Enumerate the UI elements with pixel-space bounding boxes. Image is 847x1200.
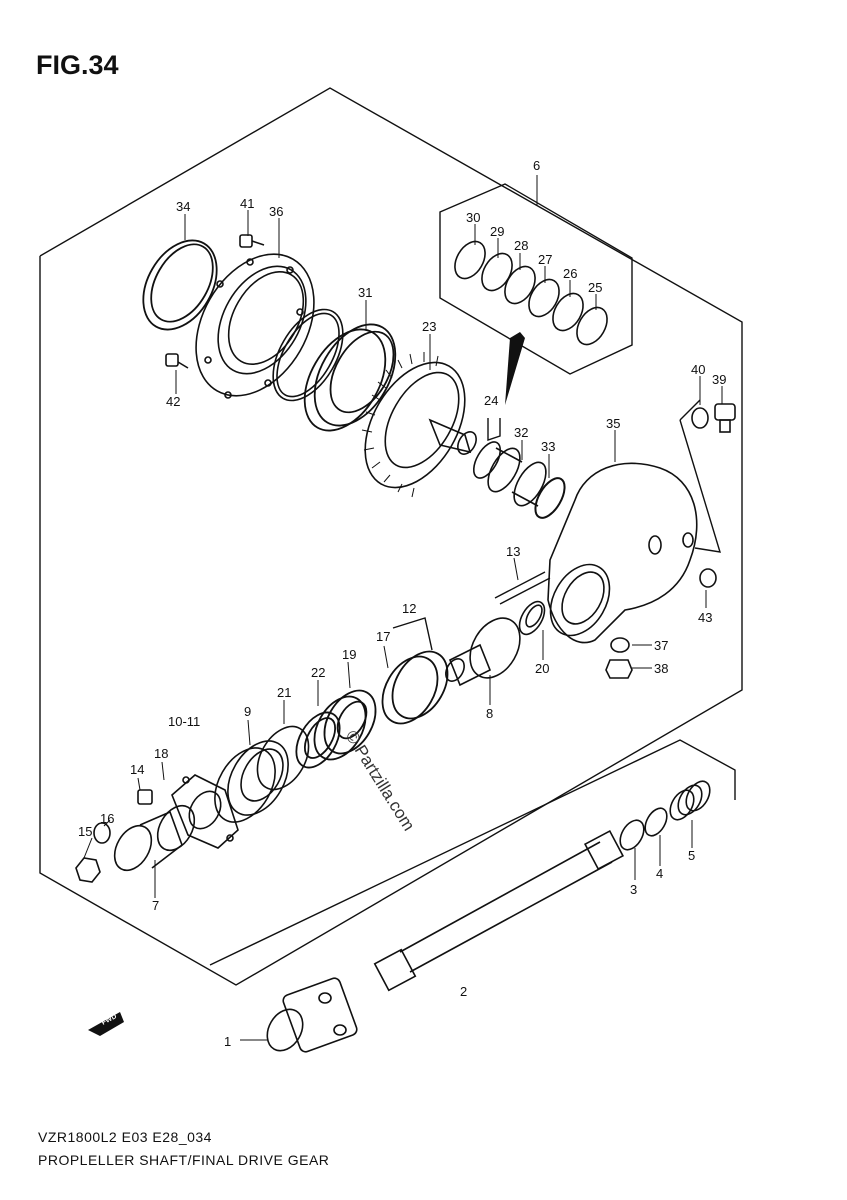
spring-5	[669, 780, 711, 821]
callout-1[interactable]: 1	[224, 1034, 231, 1049]
callout-24[interactable]: 24	[484, 393, 498, 408]
seal-33	[534, 477, 566, 519]
callout-5[interactable]: 5	[688, 848, 695, 863]
callout-13[interactable]: 13	[506, 544, 520, 559]
leader-lines	[83, 175, 723, 1041]
callout-12[interactable]: 12	[402, 601, 416, 616]
model-code: VZR1800L2 E03 E28_034	[38, 1129, 212, 1145]
shim-arrow	[505, 332, 525, 405]
callout-31[interactable]: 31	[358, 285, 372, 300]
callout-18[interactable]: 18	[154, 746, 168, 761]
watermark: © Partzilla.com	[342, 727, 419, 834]
callout-6[interactable]: 6	[533, 158, 540, 173]
bracket-12	[392, 617, 433, 651]
o-ring-21	[256, 725, 310, 791]
snap-ring-24	[472, 441, 502, 479]
bolt-42	[165, 353, 189, 369]
callout-20[interactable]: 20	[535, 661, 549, 676]
callout-42[interactable]: 42	[166, 394, 180, 409]
circlip-4	[644, 807, 668, 837]
ring-gear-23	[361, 352, 477, 498]
callout-labels: 1 2 3 4 5 6 7 8 9 10-11 12 13 14 15 16 1…	[78, 158, 726, 1049]
shims-12-17	[381, 650, 449, 725]
callout-14[interactable]: 14	[130, 762, 144, 777]
nut-15	[75, 857, 101, 883]
callout-29[interactable]: 29	[490, 224, 504, 239]
callout-10-11[interactable]: 10-11	[168, 714, 200, 729]
bearing-20	[518, 600, 546, 636]
coupling-7	[113, 804, 196, 872]
callout-16[interactable]: 16	[100, 811, 114, 826]
plug-43	[699, 568, 717, 588]
callout-32[interactable]: 32	[514, 425, 528, 440]
washer-37	[610, 637, 630, 653]
gasket-40	[691, 407, 709, 429]
fwd-direction-marker: FWD	[88, 1012, 124, 1036]
washer-16	[93, 822, 111, 844]
housing-flange-36	[195, 253, 315, 399]
drain-plug-39	[714, 403, 736, 433]
shim-set	[454, 240, 608, 346]
main-assembly-boundary	[39, 87, 743, 986]
nut-38	[605, 659, 633, 679]
final-drive-case-35	[547, 462, 698, 644]
callout-26[interactable]: 26	[563, 266, 577, 281]
bearing-case-9	[214, 740, 289, 823]
callout-36[interactable]: 36	[269, 204, 283, 219]
bracket-24	[487, 418, 501, 441]
propeller-shaft-2	[373, 829, 625, 992]
callout-38[interactable]: 38	[654, 661, 668, 676]
shim-kit-box	[439, 183, 633, 375]
callout-3[interactable]: 3	[630, 882, 637, 897]
callout-25[interactable]: 25	[588, 280, 602, 295]
callout-8[interactable]: 8	[486, 706, 493, 721]
figure-title: FIG.34	[36, 50, 119, 80]
figure-description: PROPLELLER SHAFT/FINAL DRIVE GEAR	[38, 1152, 330, 1168]
universal-joint-1	[266, 977, 358, 1053]
callout-35[interactable]: 35	[606, 416, 620, 431]
callout-27[interactable]: 27	[538, 252, 552, 267]
seal-22	[295, 711, 341, 769]
callout-19[interactable]: 19	[342, 647, 356, 662]
callout-43[interactable]: 43	[698, 610, 712, 625]
callout-15[interactable]: 15	[78, 824, 92, 839]
gasket-plate-18	[171, 774, 239, 849]
callout-7[interactable]: 7	[152, 898, 159, 913]
callout-41[interactable]: 41	[240, 196, 254, 211]
callout-34[interactable]: 34	[176, 199, 190, 214]
seal-ring-34	[142, 239, 218, 331]
bracket-39-40	[679, 419, 721, 553]
o-ring-31	[272, 308, 344, 402]
callout-17[interactable]: 17	[376, 629, 390, 644]
callout-33[interactable]: 33	[541, 439, 555, 454]
bolt-41	[239, 234, 265, 248]
callout-28[interactable]: 28	[514, 238, 528, 253]
callout-39[interactable]: 39	[712, 372, 726, 387]
pinion-gear-8	[445, 617, 521, 687]
callout-21[interactable]: 21	[277, 685, 291, 700]
callout-40[interactable]: 40	[691, 362, 705, 377]
callout-30[interactable]: 30	[466, 210, 480, 225]
stud-13	[494, 571, 551, 605]
callout-22[interactable]: 22	[311, 665, 325, 680]
shaft-assembly-boundary	[209, 739, 736, 966]
needle-bearing-32	[487, 447, 547, 507]
bearing-31	[303, 323, 397, 432]
washer-3	[619, 819, 645, 851]
callout-23[interactable]: 23	[422, 319, 436, 334]
bolt-14	[137, 789, 153, 805]
callout-37[interactable]: 37	[654, 638, 668, 653]
callout-9[interactable]: 9	[244, 704, 251, 719]
callout-4[interactable]: 4	[656, 866, 663, 881]
callout-2[interactable]: 2	[460, 984, 467, 999]
